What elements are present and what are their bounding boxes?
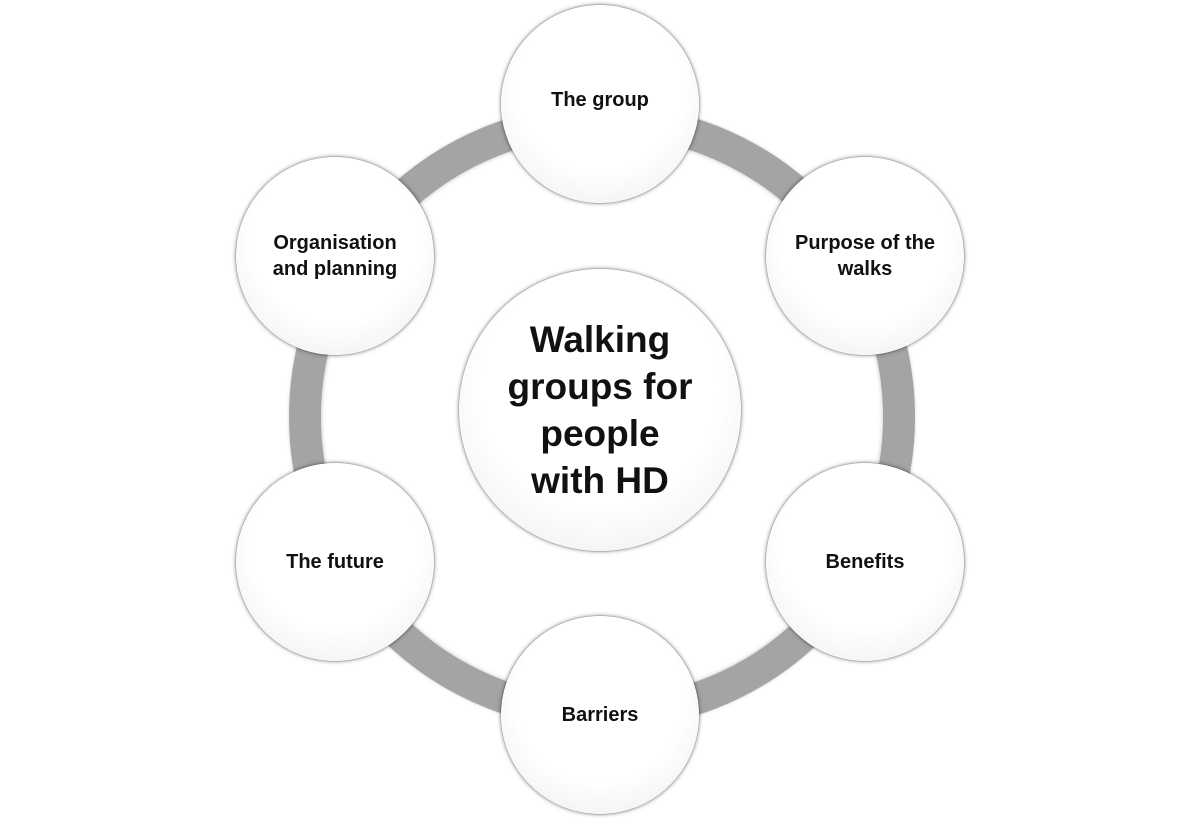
node-label: Benefits (825, 551, 905, 573)
node-organisation-and-planning: Organisation and planning (236, 157, 434, 355)
center-node: Walking groups for people with HD (459, 269, 741, 551)
node-label: The future (286, 551, 384, 573)
node-the-future: The future (236, 463, 434, 661)
center-node-label: Walking groups for people with HD (507, 319, 693, 501)
node-the-group: The group (501, 5, 699, 203)
node-purpose-of-the-walks: Purpose of the walks (766, 157, 964, 355)
node-label: The group (551, 89, 649, 111)
node-label: Barriers (561, 704, 639, 726)
node-barriers: Barriers (501, 616, 699, 814)
node-benefits: Benefits (766, 463, 964, 661)
node-label: Organisation and planning (272, 232, 398, 280)
node-label: Purpose of the walks (794, 232, 935, 280)
